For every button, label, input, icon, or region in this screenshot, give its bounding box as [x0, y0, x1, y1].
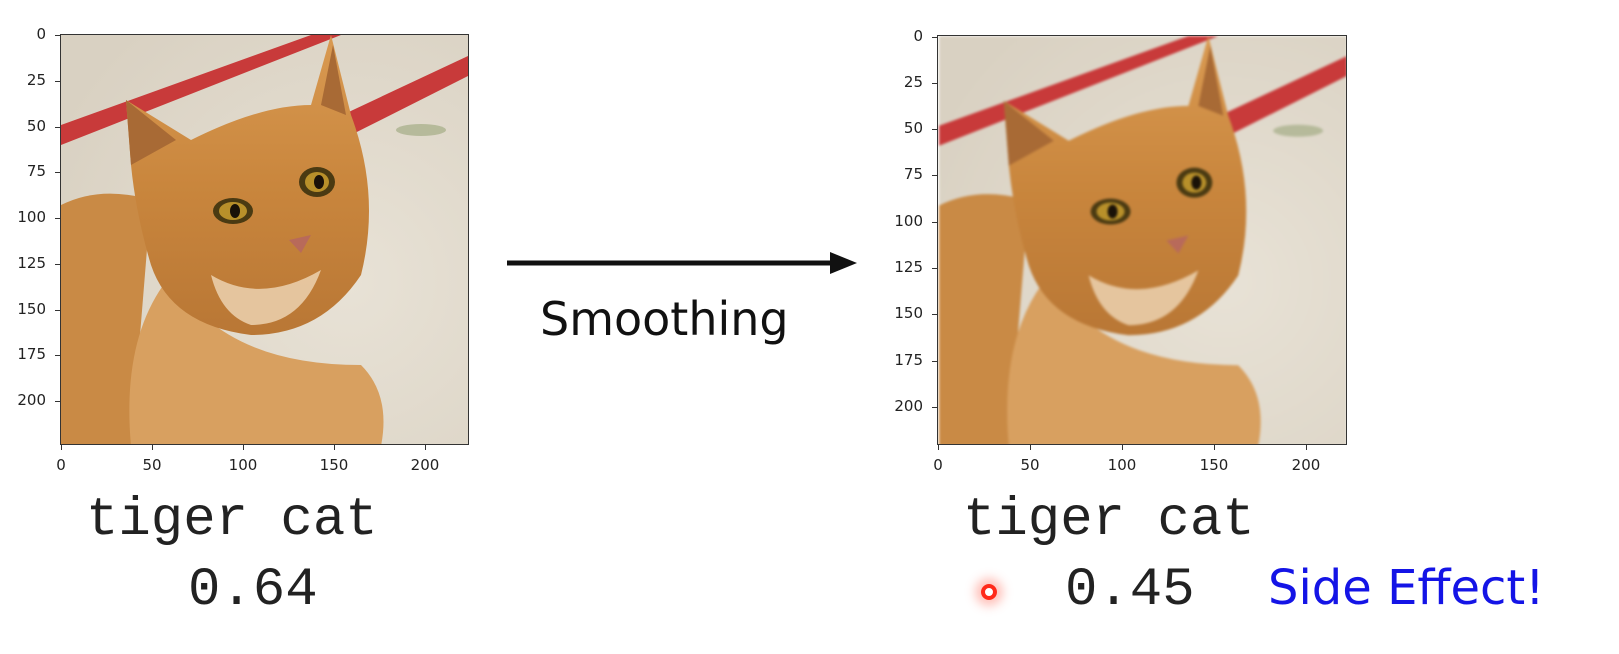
y-tick-label: 150: [17, 300, 46, 318]
y-tick-label: 25: [26, 71, 46, 89]
side-effect-annotation: Side Effect!: [1268, 560, 1545, 616]
x-tick-label: 150: [1199, 456, 1229, 474]
y-tick-label: 200: [17, 391, 46, 409]
y-tick-label: 125: [17, 254, 46, 272]
x-tick-label: 0: [56, 456, 66, 474]
x-tick-label: 100: [228, 456, 258, 474]
y-tick-label: 75: [26, 162, 46, 180]
y-tick-label: 50: [26, 117, 46, 135]
left-class-label: tiger cat: [86, 490, 378, 551]
y-tick-label: 100: [894, 212, 923, 230]
y-tick-label: 125: [894, 258, 923, 276]
x-tick-label: 50: [1020, 456, 1040, 474]
y-tick-label: 175: [894, 351, 923, 369]
y-tick-label: 175: [17, 345, 46, 363]
x-tick-label: 200: [410, 456, 440, 474]
x-tick-label: 100: [1107, 456, 1137, 474]
cat-picture-smoothed: [938, 36, 1346, 444]
y-tick-label: 100: [17, 208, 46, 226]
x-tick-label: 0: [933, 456, 943, 474]
laser-pointer-icon: [981, 584, 997, 600]
right-score: 0.45: [1065, 560, 1195, 621]
y-tick-label: 25: [903, 73, 923, 91]
arrow-caption: Smoothing: [540, 292, 789, 346]
x-tick-label: 150: [319, 456, 349, 474]
left-score: 0.64: [188, 560, 318, 621]
arrow-right-icon: [507, 252, 857, 274]
y-tick-label: 150: [894, 304, 923, 322]
y-tick-label: 0: [913, 27, 923, 45]
y-tick-label: 0: [36, 25, 46, 43]
x-tick-label: 200: [1291, 456, 1321, 474]
y-tick-label: 50: [903, 119, 923, 137]
x-tick-label: 50: [142, 456, 162, 474]
right-class-label: tiger cat: [963, 490, 1255, 551]
right-cat-image: [937, 35, 1347, 445]
y-tick-label: 200: [894, 397, 923, 415]
cat-picture: [61, 35, 468, 444]
y-tick-label: 75: [903, 165, 923, 183]
left-cat-image: [60, 34, 469, 445]
